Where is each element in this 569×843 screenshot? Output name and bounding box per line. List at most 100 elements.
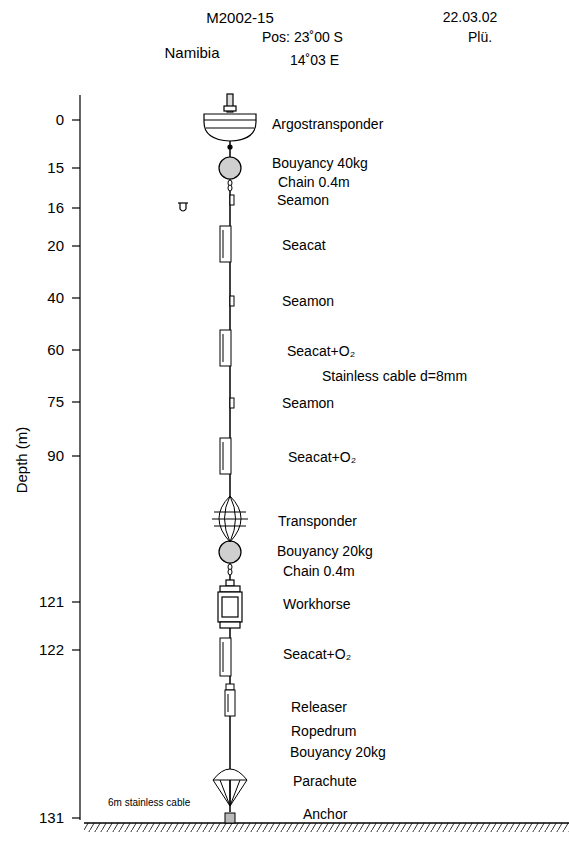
part-label: Seamon	[282, 396, 334, 411]
depth-axis	[72, 297, 80, 298]
acoustic-transponder	[212, 496, 248, 542]
depth-tick: 20	[47, 238, 64, 255]
depth-axis	[72, 167, 80, 168]
part-label: Parachute	[293, 774, 357, 789]
date-label: 22.03.02	[443, 10, 498, 25]
part-label: Seacat+O₂	[287, 344, 355, 359]
part-label: Chain 0.4m	[283, 564, 355, 579]
seabed	[84, 823, 569, 832]
seacat-instrument	[223, 642, 224, 672]
part-label: Bouyancy 20kg	[290, 745, 386, 760]
depth-tick: 0	[56, 112, 64, 129]
part-label: Ropedrum	[291, 724, 356, 739]
parachute	[213, 780, 230, 806]
depth-tick: 40	[47, 290, 64, 307]
seabed	[84, 823, 569, 832]
releaser	[225, 690, 235, 716]
depth-tick: 131	[39, 810, 64, 827]
position-label: 14˚03 E	[290, 53, 339, 68]
anchor-weight	[225, 813, 235, 823]
depth-axis	[72, 245, 80, 246]
cable-note: 6m stainless cable	[108, 797, 190, 808]
seamon-sensor	[230, 398, 234, 408]
author-label: Plü.	[468, 30, 492, 45]
depth-axis	[72, 401, 80, 402]
seabed	[84, 822, 569, 824]
seacat-instrument	[220, 438, 231, 474]
part-label: Seacat	[282, 238, 326, 253]
parachute	[230, 780, 247, 806]
depth-axis	[72, 455, 80, 456]
axis-title: Depth (m)	[14, 427, 31, 494]
workhorse-adcp	[222, 597, 238, 617]
part-label: Bouyancy 20kg	[277, 544, 373, 559]
argos-buoy	[228, 145, 232, 149]
argos-buoy	[224, 106, 236, 111]
depth-axis	[72, 817, 80, 818]
argos-buoy	[204, 114, 256, 141]
seacat-instrument	[223, 334, 224, 362]
argos-buoy	[204, 119, 256, 120]
seacat-instrument	[223, 230, 224, 258]
depth-axis	[72, 349, 80, 350]
region-label: Namibia	[164, 45, 219, 62]
depth-tick: 75	[47, 394, 64, 411]
part-label: Bouyancy 40kg	[272, 156, 368, 171]
workhorse-adcp	[220, 586, 240, 592]
parachute	[213, 769, 247, 806]
acoustic-transponder	[214, 526, 246, 527]
buoyancy-sphere	[219, 541, 241, 563]
parachute	[213, 769, 247, 780]
shackle-symbol	[178, 203, 188, 211]
depth-tick: 90	[47, 448, 64, 465]
releaser	[228, 694, 229, 712]
parachute	[220, 780, 230, 806]
part-label: Releaser	[291, 700, 347, 715]
part-label: Stainless cable d=8mm	[322, 369, 467, 384]
depth-axis	[72, 207, 80, 208]
workhorse-adcp	[220, 622, 240, 628]
seacat-instrument	[220, 638, 231, 676]
part-label: Workhorse	[283, 597, 350, 612]
acoustic-transponder	[214, 512, 246, 513]
part-label: Seamon	[282, 294, 334, 309]
seacat-instrument	[223, 442, 224, 470]
releaser	[225, 684, 235, 716]
part-label: Seamon	[277, 193, 329, 208]
releaser	[226, 684, 234, 690]
seamon-sensor	[230, 296, 234, 306]
depth-tick: 15	[47, 160, 64, 177]
buoyancy-sphere	[219, 157, 241, 563]
depth-axis	[72, 95, 80, 820]
anchor-weight	[225, 813, 235, 823]
depth-tick: 122	[39, 642, 64, 659]
depth-axis	[79, 95, 80, 820]
depth-axis	[72, 119, 80, 120]
part-label: Chain 0.4m	[278, 175, 350, 190]
depth-axis	[72, 601, 80, 602]
argos-buoy	[204, 94, 256, 149]
shackle-symbol	[180, 203, 186, 211]
depth-tick: 16	[47, 200, 64, 217]
workhorse-adcp	[218, 580, 242, 628]
parachute	[230, 780, 231, 806]
chain	[228, 185, 232, 191]
depth-tick: 60	[47, 342, 64, 359]
buoyancy-sphere	[219, 157, 241, 179]
acoustic-transponder	[212, 519, 248, 520]
position-label: Pos: 23˚00 S	[262, 30, 343, 45]
part-label: Seacat+O₂	[283, 647, 351, 662]
part-label: Anchor	[303, 807, 347, 822]
chain	[228, 569, 232, 575]
depth-axis	[72, 649, 80, 650]
shackle-symbol	[178, 202, 188, 203]
mooring-title: M2002-15	[206, 10, 274, 27]
argos-buoy	[206, 127, 254, 128]
seacat-instrument	[220, 330, 231, 366]
seacat-instrument	[220, 226, 231, 262]
depth-tick: 121	[39, 594, 64, 611]
part-label: Argostransponder	[272, 117, 383, 132]
part-label: Seacat+O₂	[288, 450, 356, 465]
seamon-sensor	[230, 195, 234, 205]
workhorse-adcp	[218, 592, 242, 622]
